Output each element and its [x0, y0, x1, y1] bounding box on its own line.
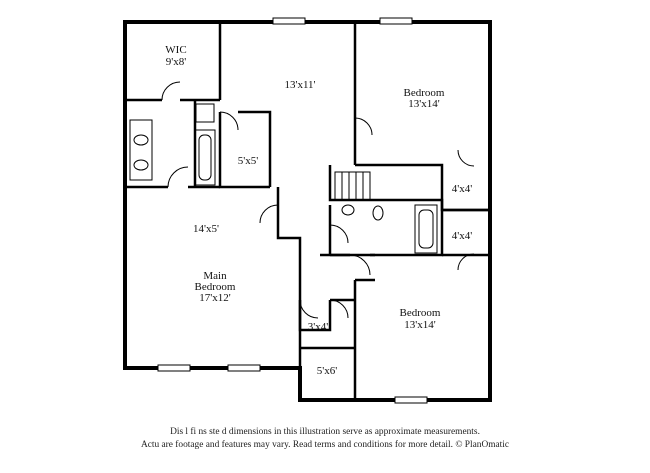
bedroom-se-size: 13'x14': [404, 319, 435, 331]
bedroom-se-name: Bedroom: [400, 307, 441, 319]
doors-and-fixtures: [129, 81, 475, 319]
main-bedroom-name2: Bedroom: [195, 281, 236, 293]
bedroom-ne-size: 13'x14': [408, 98, 439, 110]
exterior-walls: [123, 20, 492, 402]
windows: [157, 17, 428, 404]
bedroom-ne-name: Bedroom: [404, 87, 445, 99]
main-bedroom-size: 17'x12': [199, 292, 230, 304]
closet-3x4-size: 3'x4': [308, 321, 328, 333]
closet-4x4-b-size: 4'x4': [452, 230, 472, 242]
closet-5x6-size: 5'x6': [317, 365, 337, 377]
room-top-size: 13'x11': [284, 79, 315, 91]
hall-size: 14'x5': [193, 223, 219, 235]
disclaimer-line-2: Actu are footage and features may vary. …: [140, 440, 510, 450]
wic-name: WIC: [165, 44, 186, 56]
main-bedroom-name: Main: [203, 270, 227, 282]
closet-4x4-a-size: 4'x4': [452, 183, 472, 195]
closet-5x5-size: 5'x5': [238, 155, 258, 167]
wic-size: 9'x8': [166, 56, 186, 68]
interior-walls: [123, 22, 490, 400]
disclaimer-line-1: Dis l fi ns ste d dimensions in this ill…: [170, 427, 480, 437]
